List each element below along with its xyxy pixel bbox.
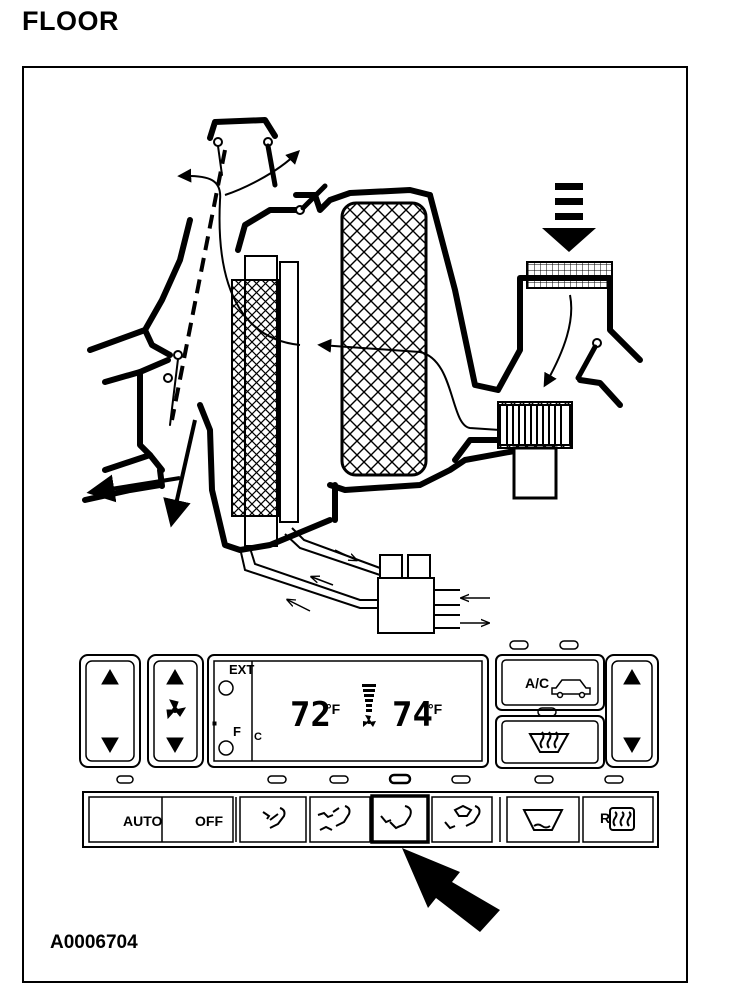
up-arrow-icon[interactable] [623, 668, 641, 685]
windshield-defrost-icon [528, 731, 570, 753]
bi-level-icon [317, 805, 351, 831]
right-temp-unit: °F [428, 701, 443, 717]
up-arrow-icon[interactable] [166, 668, 184, 685]
floor-defrost-mode-button[interactable] [431, 796, 493, 843]
unit-indicator [218, 740, 234, 756]
fan-speed-buttons[interactable] [147, 654, 204, 768]
right-temperature: 74 [392, 695, 433, 735]
page-title: FLOOR [22, 6, 119, 36]
ac-label: A/C [525, 675, 549, 691]
recirculate-car-icon [551, 679, 591, 699]
off-label: OFF [195, 813, 223, 829]
left-temp-unit: °F [326, 701, 341, 717]
evaporator-core [340, 201, 428, 477]
floor-defrost-icon [444, 804, 481, 830]
fan-icon [166, 699, 187, 720]
heater-tubes [239, 527, 381, 609]
coolant-flow-arrows [288, 549, 490, 623]
rear-defrost-label: R [600, 810, 610, 826]
left-temperature: 72 [290, 695, 331, 735]
windshield-defrost-icon [522, 809, 564, 831]
heater-core [231, 255, 299, 547]
ac-button[interactable] [495, 640, 605, 711]
down-arrow-icon[interactable] [623, 737, 641, 754]
display [207, 654, 489, 768]
blower [497, 401, 573, 500]
figure-id: A0006704 [50, 932, 138, 953]
airflow-arrows [86, 149, 573, 528]
fresh-air-arrow [542, 183, 596, 252]
max-defrost-button[interactable] [506, 796, 580, 843]
rear-defrost-button[interactable] [582, 796, 654, 843]
ext-indicator [218, 680, 234, 696]
air-filter [526, 261, 613, 289]
windshield-defrost-button[interactable] [495, 707, 605, 769]
up-arrow-icon[interactable] [101, 668, 119, 685]
fan-level-bars [362, 684, 376, 712]
indicator-lamps [116, 773, 624, 785]
unit-c-label: C [254, 731, 262, 743]
bi-level-mode-button[interactable] [309, 796, 371, 843]
figure-frame [22, 66, 688, 983]
right-temp-buttons[interactable] [605, 654, 659, 768]
ext-label: EXT [229, 662, 254, 677]
down-arrow-icon[interactable] [101, 737, 119, 754]
hvac-case [82, 117, 643, 553]
coolant-valve [377, 554, 460, 634]
panel-vent-icon [262, 807, 286, 829]
fan-icon [363, 715, 376, 727]
down-arrow-icon[interactable] [166, 737, 184, 754]
rear-defrost-icon [609, 807, 635, 831]
selection-pointer-arrow [402, 848, 500, 932]
auto-button[interactable] [88, 796, 234, 843]
left-temp-buttons[interactable] [79, 654, 141, 768]
floor-icon [380, 805, 412, 830]
floor-mode-button[interactable] [370, 794, 430, 844]
auto-label: AUTO [123, 813, 163, 829]
panel-mode-button[interactable] [239, 796, 307, 843]
climate-control-panel [79, 640, 659, 848]
unit-f-label: F [233, 724, 241, 739]
